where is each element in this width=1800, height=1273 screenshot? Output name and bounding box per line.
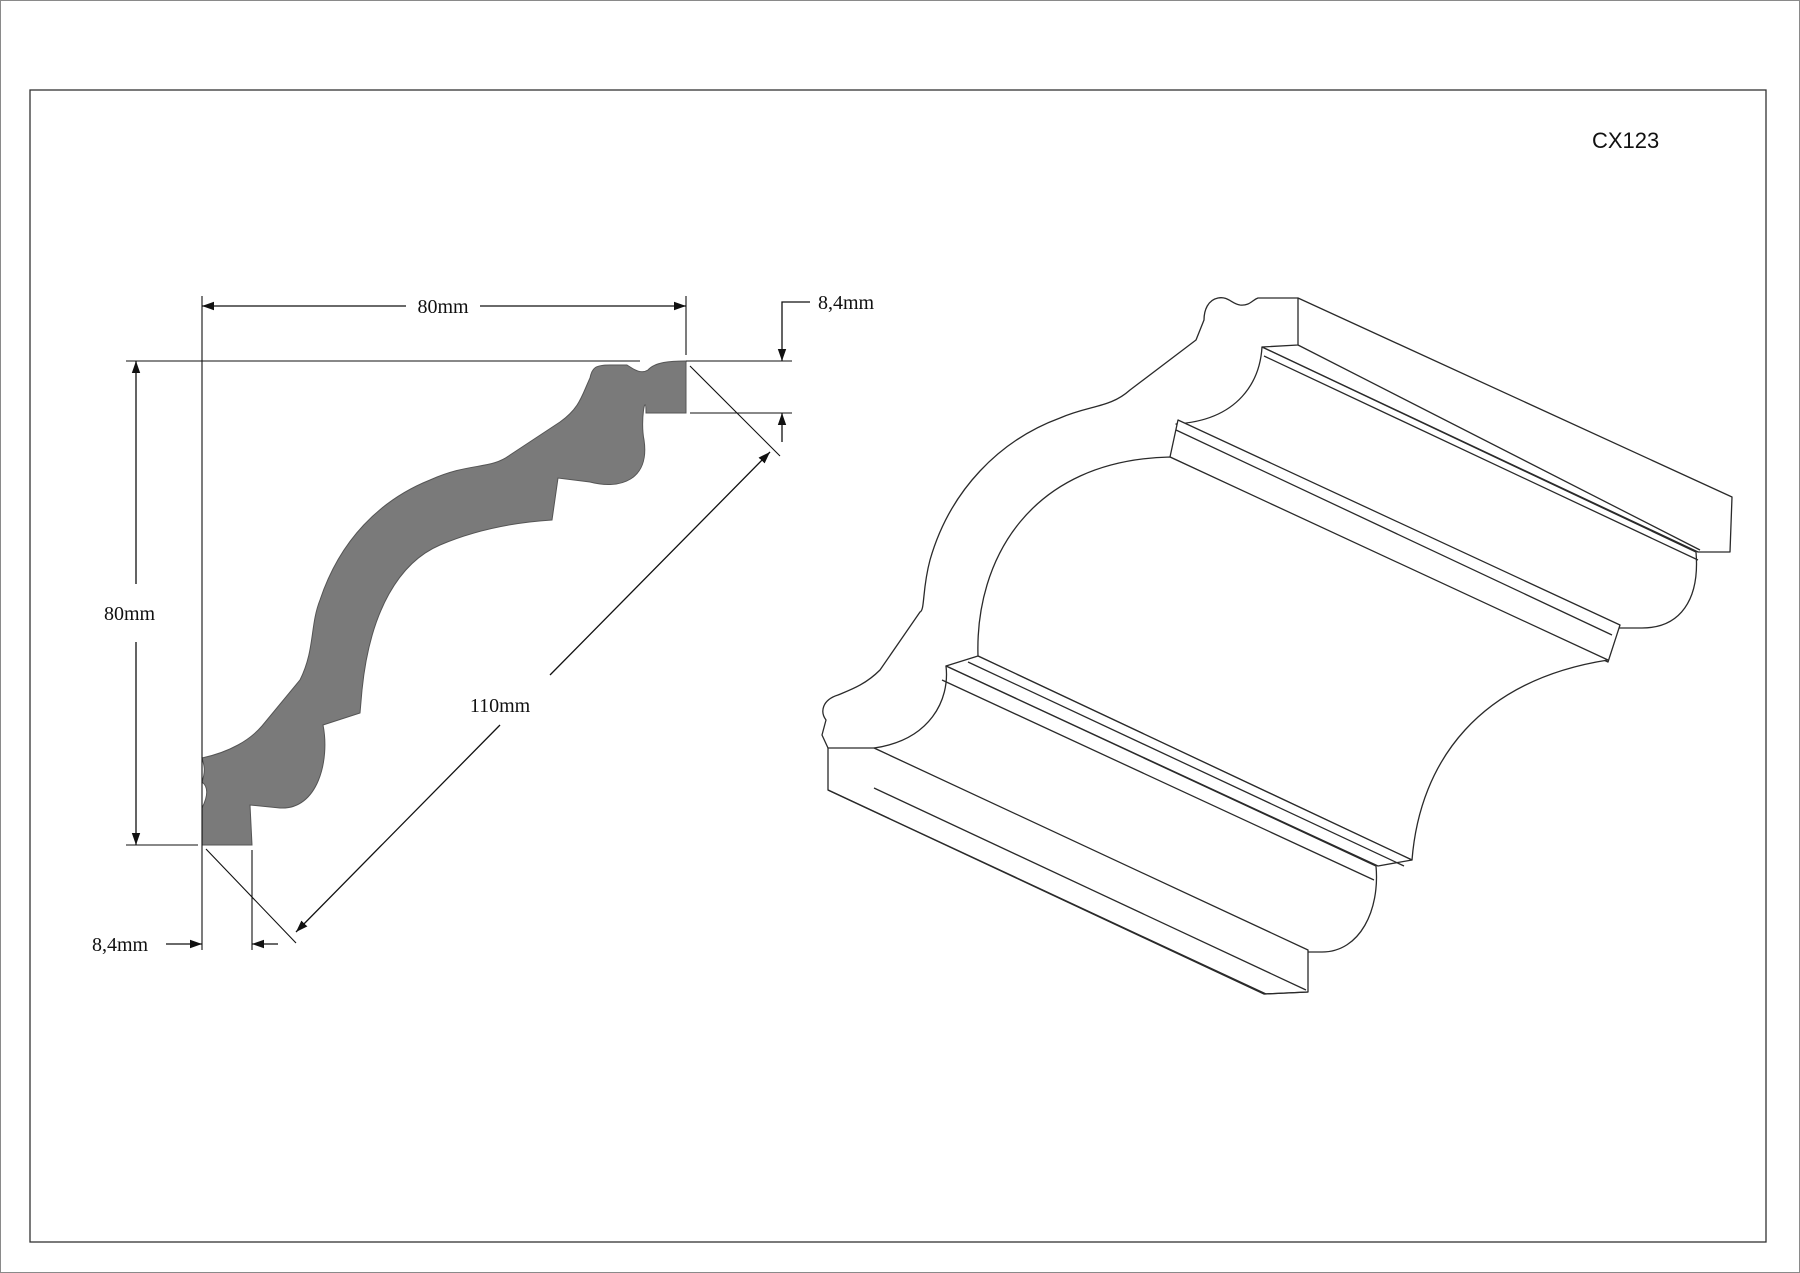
iso-upper-fillet-line: [1175, 429, 1613, 636]
diagonal-dimension-label: 110mm: [470, 695, 531, 717]
diagonal-dimension-line-top: [549, 451, 771, 676]
iso-bottom-corner-edge: [1263, 991, 1309, 995]
diagonal-dimension-line-bottom: [295, 724, 501, 933]
extension-line-diagonal-top: [689, 365, 781, 457]
height-dimension-label: 80mm: [104, 603, 156, 625]
cornice-profile-section: [201, 360, 687, 846]
top-flange-dimension-label: 8,4mm: [818, 292, 875, 314]
iso-top-back-edge: [1297, 344, 1701, 551]
iso-upper-bead: [1175, 346, 1698, 629]
width-dimension-label: 80mm: [417, 296, 469, 318]
product-code: CX123: [1592, 128, 1659, 153]
top-flange-dimension-leader: [777, 301, 810, 361]
bottom-flange-dimension-label: 8,4mm: [92, 934, 149, 956]
iso-lower-bead: [873, 665, 1378, 953]
extension-line-diagonal-bottom: [205, 848, 297, 944]
iso-lower-bead-line: [941, 679, 1375, 881]
iso-upper-bead-line: [1263, 355, 1699, 561]
iso-bottom-edge: [827, 789, 1267, 995]
iso-bottom-front-edge: [873, 787, 1307, 991]
iso-lower-fillet-line: [967, 661, 1405, 867]
iso-end-profile: [821, 297, 1298, 749]
cornice-isometric-view: [821, 297, 1733, 995]
drawing-frame: [29, 89, 1767, 1243]
